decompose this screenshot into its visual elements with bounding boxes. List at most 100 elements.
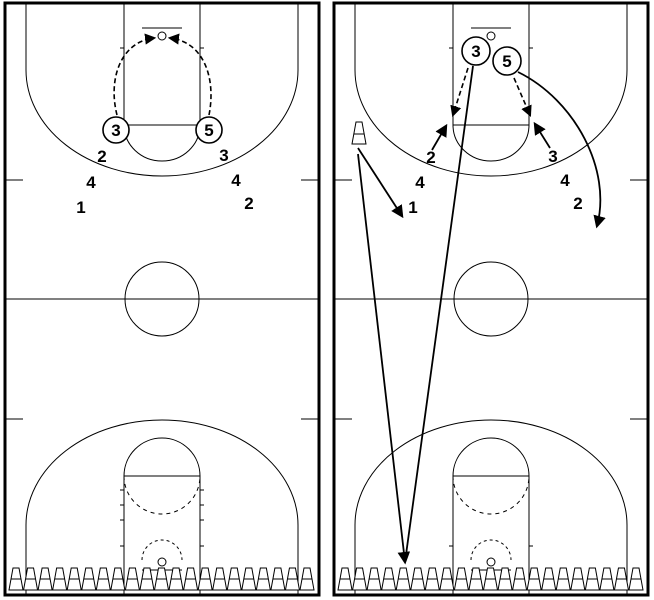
cone: [8, 567, 24, 591]
cone-row: [8, 567, 315, 591]
player-circle-5: 5: [195, 116, 223, 144]
pass-arrow-3: [113, 33, 157, 116]
free-throw-circle-dashed: [452, 475, 530, 515]
cone: [95, 567, 111, 591]
cone: [468, 567, 484, 591]
cone: [570, 567, 586, 591]
cone: [241, 567, 257, 591]
player-label: 2: [426, 148, 435, 167]
cone: [482, 567, 499, 591]
cone: [66, 567, 82, 591]
pass-arrow-5: [167, 33, 212, 116]
player-label: 4: [86, 173, 96, 192]
cone: [410, 567, 426, 591]
cone: [37, 567, 53, 591]
cone: [22, 567, 39, 591]
cone: [424, 567, 440, 591]
player-label: 4: [560, 171, 570, 190]
restricted-arc: [470, 539, 512, 561]
free-throw-circle-bottom: [123, 437, 201, 477]
cone: [299, 567, 315, 591]
player-label: 1: [408, 198, 417, 217]
key-top: [452, 2, 530, 126]
pass-arrow-3: [450, 67, 469, 118]
three-point-arc-top: [354, 3, 628, 177]
cone: [284, 567, 301, 591]
short-arrow-3: [533, 121, 551, 149]
player-label: 2: [97, 147, 106, 166]
cone: [110, 567, 126, 591]
key-bottom: [452, 475, 530, 596]
cone: [381, 567, 397, 591]
three-point-arc-top: [25, 3, 299, 177]
cone: [351, 567, 368, 591]
three-point-arc-bottom: [25, 419, 299, 595]
key-top: [123, 2, 201, 126]
cone: [351, 121, 367, 145]
cone: [628, 567, 644, 591]
key-bottom: [123, 475, 201, 596]
cone-row: [337, 567, 644, 591]
long-pass-arrow-2: [404, 65, 474, 563]
free-throw-circle-top: [452, 124, 530, 162]
player-circle-3: 3: [102, 116, 130, 144]
cone: [555, 567, 571, 591]
player-circle-3: 3: [461, 36, 491, 66]
cone: [512, 567, 528, 591]
rim-bottom: [486, 557, 496, 567]
long-pass-arrow: [357, 153, 411, 565]
move-arrow-5: [517, 71, 606, 229]
cone: [153, 567, 170, 591]
svg-text:5: 5: [502, 52, 511, 71]
pass-arrow-5: [513, 77, 532, 118]
cone: [255, 567, 271, 591]
svg-text:3: 3: [111, 121, 120, 140]
cone: [526, 567, 542, 591]
cone: [52, 567, 68, 591]
rim-top: [157, 31, 167, 41]
cone: [270, 567, 286, 591]
free-throw-circle-bottom: [452, 437, 530, 477]
cone: [453, 567, 469, 591]
three-point-arc-bottom: [354, 419, 628, 595]
player-circle-5: 5: [492, 46, 522, 76]
svg-text:3: 3: [471, 42, 480, 61]
free-throw-circle-dashed: [123, 475, 201, 515]
player-label: 4: [231, 171, 241, 190]
cut-arrow-cone: [357, 147, 404, 219]
cone: [439, 567, 455, 591]
rim-top: [486, 31, 496, 41]
cone: [124, 567, 140, 591]
cone: [81, 567, 97, 591]
player-label: 2: [573, 194, 582, 213]
svg-text:5: 5: [204, 121, 213, 140]
short-arrow-2: [431, 123, 448, 151]
cone: [613, 567, 630, 591]
player-label: 1: [76, 198, 85, 217]
cone: [183, 567, 199, 591]
cone: [337, 567, 353, 591]
cone: [226, 567, 242, 591]
player-label: 2: [244, 194, 253, 213]
player-label: 3: [219, 146, 228, 165]
cone: [395, 567, 411, 591]
cone: [366, 567, 382, 591]
cone: [197, 567, 213, 591]
cone: [139, 567, 155, 591]
center-circle: [124, 261, 200, 337]
right-court: 3 5 2 4 1 3 4 2: [332, 1, 650, 597]
cone: [599, 567, 615, 591]
cone: [168, 567, 184, 591]
center-circle: [453, 261, 529, 337]
free-throw-circle-top: [123, 124, 201, 162]
rim-bottom: [157, 557, 167, 567]
player-label: 4: [415, 173, 425, 192]
cone: [541, 567, 557, 591]
player-label: 3: [548, 147, 557, 166]
cone: [497, 567, 513, 591]
cone: [212, 567, 228, 591]
restricted-arc: [141, 539, 183, 561]
cone: [584, 567, 600, 591]
left-court: 3 5 2 4 1 3 4 2: [3, 1, 321, 597]
